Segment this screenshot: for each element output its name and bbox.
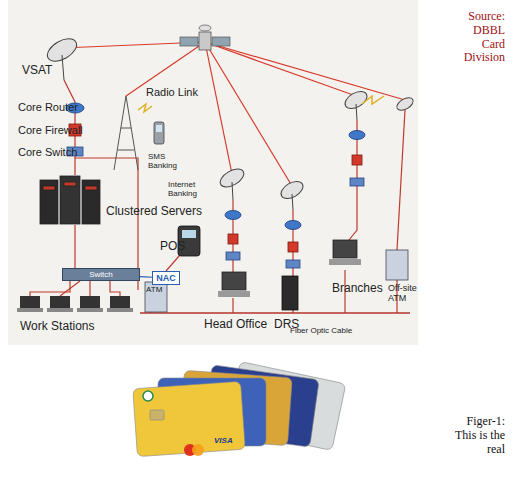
channel-label: Internet Banking bbox=[168, 180, 210, 198]
laptop-base bbox=[107, 308, 133, 312]
firewall-symbols bbox=[69, 124, 362, 252]
tower-bar bbox=[118, 150, 134, 151]
server-symbol bbox=[60, 176, 80, 224]
router-symbol bbox=[225, 211, 241, 220]
sat-link bbox=[205, 42, 405, 100]
device-label: ATM bbox=[146, 285, 162, 294]
ws-link bbox=[60, 281, 80, 296]
phone-symbol bbox=[154, 122, 164, 144]
satellite-dish bbox=[199, 25, 211, 31]
device-label: Core Router bbox=[18, 101, 78, 114]
computer-monitor bbox=[333, 240, 357, 258]
server-symbol bbox=[40, 180, 58, 224]
ws-link bbox=[110, 281, 120, 296]
site-label: Off-site ATM bbox=[388, 283, 424, 304]
site-label: Head Office bbox=[204, 318, 267, 332]
card-brand: VISA bbox=[214, 436, 233, 445]
cable-label: Fiber Optic Cable bbox=[290, 326, 352, 335]
satellite-body bbox=[199, 32, 211, 50]
node-text: NAC bbox=[156, 273, 176, 283]
laptop-screen bbox=[50, 296, 70, 308]
dish-stand bbox=[292, 194, 293, 210]
computer-keyboard bbox=[329, 259, 361, 265]
switch-symbols bbox=[67, 147, 364, 268]
tower-bar bbox=[121, 128, 131, 129]
card-chip bbox=[150, 410, 164, 420]
dish-stand bbox=[232, 182, 233, 200]
ws-link bbox=[89, 281, 90, 296]
stack-links bbox=[30, 80, 405, 313]
nac-box: NAC bbox=[152, 271, 180, 285]
core-link bbox=[74, 225, 75, 268]
switch-symbol bbox=[350, 178, 364, 186]
satellite-links bbox=[62, 42, 405, 186]
connector-line bbox=[140, 276, 152, 278]
clustered-servers bbox=[40, 176, 100, 224]
atm-symbol bbox=[386, 250, 408, 280]
switch-symbol bbox=[226, 252, 240, 260]
atm-link bbox=[397, 110, 405, 250]
switch-symbol bbox=[286, 260, 300, 268]
sat-link bbox=[205, 42, 232, 174]
source-note: Source: DBBL Card Division bbox=[450, 10, 505, 65]
node-text: Switch bbox=[89, 270, 113, 279]
server-light bbox=[64, 182, 76, 186]
pos-screen bbox=[182, 230, 196, 238]
device-label: VSAT bbox=[22, 64, 52, 78]
figure-caption: Figer-1: This is the real bbox=[443, 415, 505, 456]
atm-symbol bbox=[145, 282, 167, 312]
tower-frame bbox=[114, 96, 138, 170]
fiber-optic-cable bbox=[140, 312, 410, 314]
server-light bbox=[85, 186, 97, 190]
ho-link bbox=[232, 298, 233, 313]
card-illustration bbox=[133, 362, 346, 457]
bank-logo bbox=[143, 391, 153, 401]
computer-keyboard bbox=[218, 291, 250, 297]
pos-link bbox=[166, 255, 180, 271]
device-label: Core Switch bbox=[18, 146, 77, 159]
solar-panel bbox=[180, 37, 198, 46]
firewall-symbol bbox=[228, 234, 238, 244]
device-label: Radio Link bbox=[146, 86, 198, 99]
panel-background bbox=[8, 0, 418, 345]
phone-screen bbox=[156, 125, 162, 132]
device-label: POS bbox=[160, 240, 185, 254]
laptop-screen bbox=[80, 296, 100, 308]
laptop-screen bbox=[110, 296, 130, 308]
radio-tower bbox=[114, 96, 384, 170]
drs-server bbox=[282, 276, 298, 310]
device-label: Clustered Servers bbox=[106, 205, 202, 219]
radio-zigzag bbox=[138, 104, 152, 112]
laptop-base bbox=[47, 308, 73, 312]
group-label: Work Stations bbox=[20, 320, 94, 334]
router-symbol bbox=[349, 131, 365, 140]
laptop-base bbox=[77, 308, 103, 312]
server-light bbox=[43, 186, 55, 190]
satellite-symbol bbox=[180, 25, 230, 50]
computer-monitor bbox=[222, 272, 246, 290]
solar-panel bbox=[212, 37, 230, 46]
firewall-symbol bbox=[352, 155, 362, 165]
card-logo bbox=[192, 444, 204, 456]
channel-label: SMS Banking bbox=[148, 152, 188, 170]
sat-link bbox=[205, 42, 356, 96]
server-symbol bbox=[82, 180, 100, 224]
router-symbols bbox=[66, 103, 365, 230]
laptop-screen bbox=[20, 296, 40, 308]
device-label: Core Firewall bbox=[18, 124, 83, 137]
dish-stand bbox=[62, 55, 64, 80]
firewall-symbol bbox=[288, 242, 298, 252]
laptop-base bbox=[17, 308, 43, 312]
router-symbol bbox=[285, 221, 301, 230]
dish-stand bbox=[356, 104, 357, 120]
site-label: Branches bbox=[332, 282, 383, 296]
switch-bar: Switch bbox=[62, 268, 140, 281]
card-yellow bbox=[133, 381, 245, 456]
radio-zigzag bbox=[362, 96, 384, 104]
workstations bbox=[17, 296, 133, 312]
